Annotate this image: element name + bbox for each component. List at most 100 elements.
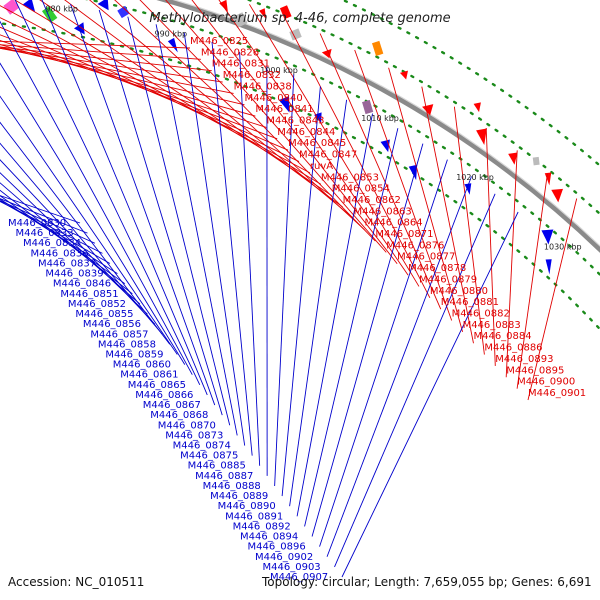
labels-layer: 930 kbp940 kbp950 kbp960 kbp970 kbp980 k… [8,5,586,583]
forward-gene-arrow [476,128,487,146]
reverse-gene-label[interactable]: M446_0875 [180,451,238,462]
forward-leader-line [505,150,518,378]
reverse-gene-arrow [97,0,109,11]
forward-gene-label[interactable]: M446_0884 [473,331,531,342]
reverse-gene-label[interactable]: M446_0902 [255,552,313,563]
forward-leader-line [0,44,256,117]
reverse-leader-line [319,159,448,547]
reverse-gene-label[interactable]: M446_0852 [68,299,126,310]
reverse-gene-label[interactable]: M446_0851 [60,289,118,300]
reverse-gene-label[interactable]: M446_0858 [98,339,156,350]
forward-gene-label[interactable]: M446_0841 [255,104,313,115]
forward-gene-label[interactable]: M446_0864 [364,218,422,229]
forward-gene-label[interactable]: M446_0883 [463,320,521,331]
accession-label: Accession: NC_010511 [8,575,144,589]
gene-feature-block [117,5,130,19]
reverse-gene-label[interactable]: M446_0885 [188,461,246,472]
forward-gene-label[interactable]: M446_0881 [441,297,499,308]
gene-feature-block [532,156,540,166]
forward-gene-label[interactable]: M446_0847 [299,150,357,161]
reverse-gene-label[interactable]: M446_0837 [38,258,96,269]
reverse-gene-label[interactable]: M446_0873 [165,430,223,441]
forward-gene-label[interactable]: M446_0886 [484,343,542,354]
reverse-gene-label[interactable]: M446_0846 [53,279,111,290]
forward-gene-label[interactable]: M446_0901 [528,388,586,399]
reverse-gene-label[interactable]: M446_0870 [158,420,216,431]
reverse-gene-label[interactable]: M446_0856 [83,319,141,330]
forward-gene-label[interactable]: M446_0882 [452,309,510,320]
reverse-leader-line [0,198,88,234]
reverse-gene-label[interactable]: M446_0861 [120,370,178,381]
scale-label: 1030 kbp [544,243,582,252]
forward-gene-label[interactable]: M446_0895 [506,365,564,376]
forward-gene-label[interactable]: M446_0845 [288,138,346,149]
forward-gene-label[interactable]: M446_0826 [201,47,259,58]
forward-gene-label[interactable]: M446_0854 [332,184,390,195]
reverse-gene-arrow [464,183,472,195]
reverse-leader-line [0,20,193,375]
reverse-gene-label[interactable]: M446_0857 [90,329,148,340]
forward-gene-label[interactable]: M446_0825 [190,36,248,47]
forward-gene-label[interactable]: M446_0844 [277,127,335,138]
forward-gene-label[interactable]: M446_0843 [266,115,324,126]
reverse-gene-label[interactable]: M446_0903 [263,562,321,573]
forward-gene-label[interactable]: M446_0871 [375,229,433,240]
forward-gene-label[interactable]: M446_0838 [234,81,292,92]
reverse-gene-label[interactable]: M446_0855 [75,309,133,320]
forward-gene-label[interactable]: M446_0879 [419,274,477,285]
forward-gene-label[interactable]: M446_0840 [245,93,303,104]
forward-gene-label[interactable]: M446_0900 [517,377,575,388]
reverse-gene-label[interactable]: M446_0839 [45,269,103,280]
reverse-gene-label[interactable]: M446_0865 [128,380,186,391]
backbone-highlight [172,0,600,247]
forward-gene-label[interactable]: M446_0876 [386,240,444,251]
reverse-gene-label[interactable]: M446_0894 [240,532,298,543]
reverse-leader-line [274,74,295,486]
reverse-leader-line [281,86,321,497]
reverse-gene-label[interactable]: M446_0834 [23,238,81,249]
forward-leader-line [284,18,431,299]
reverse-gene-label[interactable]: M446_0866 [135,390,193,401]
forward-gene-label[interactable]: M446_0863 [354,206,412,217]
topology-label: Topology: circular; Length: 7,659,055 bp… [261,575,592,589]
reverse-gene-label[interactable]: M446_0830 [8,218,66,229]
reverse-leader-line [341,211,519,578]
forward-gene-label[interactable]: M446_0862 [343,195,401,206]
reverse-gene-label[interactable]: M446_0868 [150,410,208,421]
scale-label: 980 kbp [45,5,78,14]
reverse-gene-label[interactable]: M446_0859 [105,349,163,360]
reverse-gene-label[interactable]: M446_0889 [210,491,268,502]
forward-leader-line [0,47,223,83]
reverse-gene-label[interactable]: M446_0833 [15,228,73,239]
gene-feature-block [279,5,292,20]
reverse-gene-label[interactable]: M446_0887 [195,471,253,482]
forward-leader-line [485,127,496,366]
forward-gene-label[interactable]: M446_0878 [408,263,466,274]
reverse-gene-label[interactable]: M446_0888 [203,481,261,492]
reverse-leader-line [0,182,141,305]
forward-gene-label[interactable]: M446_0893 [495,354,553,365]
reverse-leader-line [311,143,424,537]
reverse-gene-label[interactable]: M446_0907 [270,572,328,583]
reverse-gene-label[interactable]: M446_0860 [113,360,171,371]
forward-gene-label[interactable]: M446_0832 [223,70,281,81]
forward-gene-label[interactable]: M446_0877 [397,252,455,263]
forward-gene-arrow [422,104,434,116]
forward-gene-label[interactable]: M446_0853 [321,172,379,183]
forward-gene-label[interactable]: M446_0831 [212,59,270,70]
reverse-gene-label[interactable]: M446_0890 [218,501,276,512]
reverse-leader-line [155,24,238,436]
reverse-leader-line [0,62,186,365]
reverse-gene-label[interactable]: M446_0874 [173,441,231,452]
scale-label: 1000 kbp [260,66,298,75]
reverse-leader-line [0,200,96,244]
reverse-gene-label[interactable]: M446_0867 [143,400,201,411]
reverse-gene-label[interactable]: M446_0836 [30,248,88,259]
forward-leader-line [421,86,474,344]
reverse-gene-label[interactable]: M446_0896 [248,542,306,553]
reverse-gene-label[interactable]: M446_0892 [233,521,291,532]
forward-gene-label[interactable]: M446_0880 [430,286,488,297]
gene-feature-block [371,40,384,56]
forward-gene-label[interactable]: ruvA [310,161,333,172]
reverse-gene-label[interactable]: M446_0891 [225,511,283,522]
